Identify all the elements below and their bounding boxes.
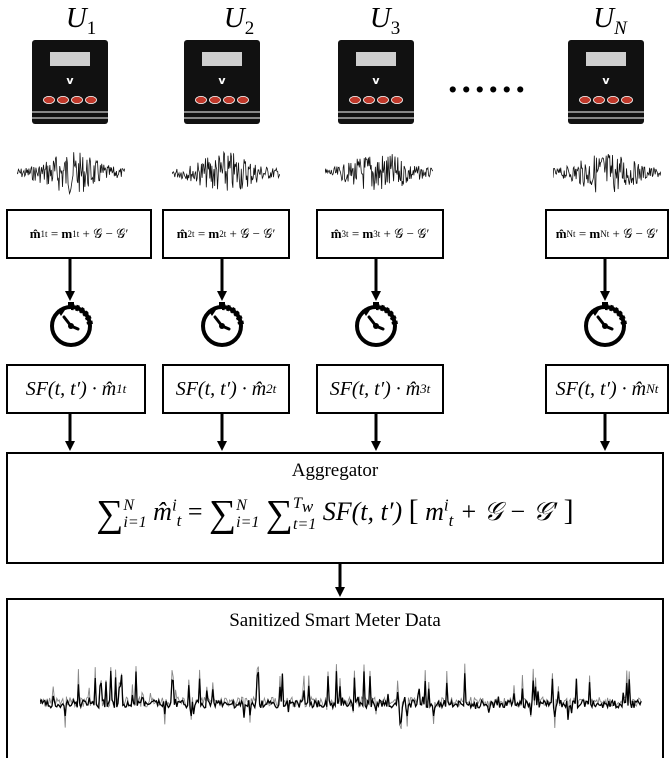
noise-signal-icon — [17, 152, 125, 196]
noise-signal-icon — [553, 154, 661, 193]
svg-text:v: v — [66, 74, 74, 87]
svg-text:v: v — [602, 74, 610, 87]
timer-clock-icon — [584, 302, 627, 347]
svg-text:v: v — [218, 74, 226, 87]
noise-signal-icon — [172, 150, 280, 191]
aggregator-title: Aggregator — [291, 460, 379, 481]
sanitized-data-box: Sanitized Smart Meter Data — [6, 598, 664, 758]
sanitized-data-title: Sanitized Smart Meter Data — [229, 610, 441, 631]
timer-clock-icon — [355, 302, 398, 347]
ellipsis: ...... — [448, 59, 529, 101]
smart-meter-icon: v — [32, 40, 108, 124]
smart-meter-icon: v — [338, 40, 414, 124]
smart-meter-icon: v — [568, 40, 644, 124]
timer-clock-icon — [201, 302, 244, 347]
user-label-n: UN — [593, 2, 627, 39]
smart-meter-icon: v — [184, 40, 260, 124]
timer-clock-icon — [50, 302, 93, 347]
user-label-2: U2 — [223, 2, 255, 39]
user-label-1: U1 — [65, 2, 97, 39]
user-label-3: U3 — [369, 2, 401, 39]
sanitized-signal-plot — [40, 663, 642, 730]
svg-text:v: v — [372, 74, 380, 87]
noise-signal-icon — [325, 154, 433, 190]
